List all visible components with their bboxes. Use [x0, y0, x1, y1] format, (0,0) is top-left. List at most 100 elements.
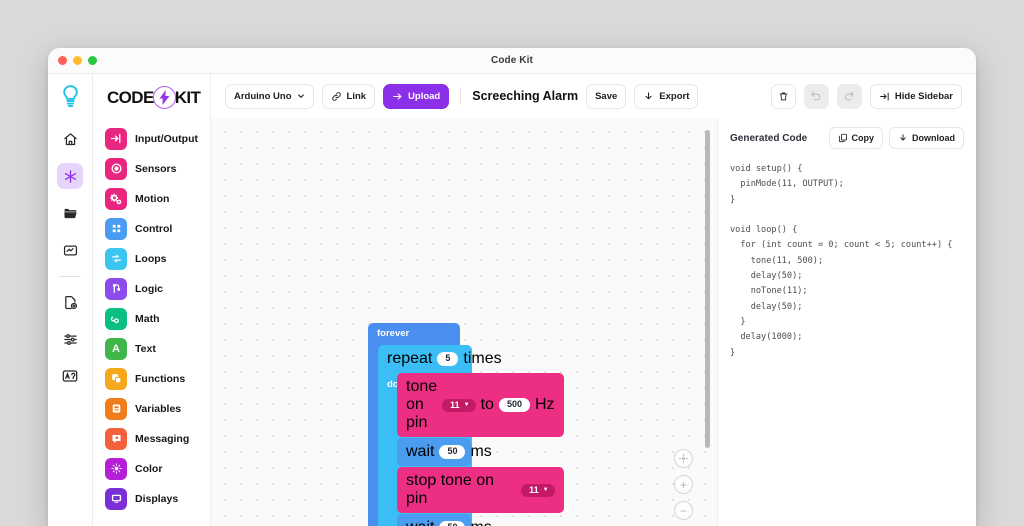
tone-middle: to: [480, 396, 494, 413]
sidebar-item-serial-monitor[interactable]: [57, 237, 83, 263]
collapse-right-icon: [879, 91, 890, 102]
block-repeat[interactable]: repeat 5 times do tone on pin: [378, 345, 564, 526]
sidebar-item-blocks[interactable]: [57, 163, 83, 189]
hide-sidebar-button[interactable]: Hide Sidebar: [869, 83, 962, 109]
board-select-value: Arduino Uno: [234, 90, 292, 102]
traffic-lights: [48, 56, 97, 65]
palette-category-color[interactable]: Color: [105, 457, 210, 480]
board-select[interactable]: Arduino Uno: [225, 83, 314, 109]
delete-button[interactable]: [770, 83, 796, 109]
gears-icon: [105, 187, 127, 210]
sidebar-item-language[interactable]: [57, 363, 83, 389]
wait-a-input[interactable]: 50: [439, 444, 466, 460]
chevron-down-icon: [297, 92, 305, 100]
redo-icon: [843, 90, 855, 102]
repeat-count-input[interactable]: 5: [437, 351, 459, 367]
block-repeat-header: repeat 5 times: [378, 345, 502, 373]
palette-category-input-output[interactable]: Input/Output: [105, 127, 210, 150]
palette-category-label: Text: [135, 342, 156, 355]
palette-category-label: Loops: [135, 252, 167, 265]
hide-sidebar-label: Hide Sidebar: [894, 90, 953, 102]
palette-category-displays[interactable]: Displays: [105, 487, 210, 510]
canvas-vertical-scrollbar[interactable]: [705, 130, 710, 448]
tone-pin-dropdown[interactable]: 11 ▼: [442, 398, 476, 412]
close-button-icon[interactable]: [58, 56, 67, 65]
canvas-zoom-controls: + −: [674, 449, 693, 520]
maximize-button-icon[interactable]: [88, 56, 97, 65]
stacked-squares-icon: [105, 367, 127, 390]
palette-category-math[interactable]: Math: [105, 307, 210, 330]
link-button[interactable]: Link: [321, 83, 376, 109]
window-title: Code Kit: [491, 55, 533, 66]
generated-code-panel: Generated Code Copy: [717, 118, 976, 526]
wait-b-prefix: wait: [406, 519, 434, 526]
redo-button[interactable]: [836, 83, 862, 109]
stop-tone-pin-dropdown[interactable]: 11 ▼: [521, 483, 555, 497]
block-tone-on-pin[interactable]: tone on pin 11 ▼ to 500 Hz: [397, 373, 564, 437]
palette-category-logic[interactable]: Logic: [105, 277, 210, 300]
zoom-out-button[interactable]: −: [674, 501, 693, 520]
forever-inner-slot: repeat 5 times do tone on pin: [378, 345, 564, 526]
branch-icon: [105, 277, 127, 300]
block-wait-a[interactable]: wait 50 ms: [397, 438, 492, 466]
wait-b-input[interactable]: 50: [439, 520, 466, 526]
tone-unit: Hz: [534, 396, 555, 413]
stop-tone-pin-value: 11: [529, 485, 539, 495]
link-icon: [331, 91, 342, 102]
download-button-label: Download: [912, 133, 955, 143]
logo-text-code: CODE: [107, 87, 154, 107]
main-area: Arduino Uno Link: [211, 74, 976, 526]
letter-a-icon: A: [105, 337, 127, 360]
palette-category-loops[interactable]: Loops: [105, 247, 210, 270]
infinity-icon: [105, 307, 127, 330]
palette-category-messaging[interactable]: Messaging: [105, 427, 210, 450]
tone-frequency-input[interactable]: 500: [498, 397, 530, 413]
grid-dots-icon: [105, 217, 127, 240]
undo-button[interactable]: [803, 83, 829, 109]
wait-a-unit: ms: [470, 443, 492, 460]
code-panel-header: Generated Code Copy: [718, 118, 976, 158]
palette-category-motion[interactable]: Motion: [105, 187, 210, 210]
sidebar-item-projects[interactable]: [57, 200, 83, 226]
copy-button[interactable]: Copy: [828, 127, 883, 149]
display-icon: [105, 487, 127, 510]
center-view-button[interactable]: [674, 449, 693, 468]
wait-b-unit: ms: [470, 519, 491, 526]
code-panel-title: Generated Code: [730, 132, 808, 144]
block-stop-tone[interactable]: stop tone on pin 11 ▼: [397, 467, 564, 513]
block-wait-b[interactable]: wait 50 ms: [397, 514, 492, 526]
block-stack[interactable]: forever repeat 5 times do: [368, 323, 564, 526]
palette-category-functions[interactable]: Functions: [105, 367, 210, 390]
zoom-in-button[interactable]: +: [674, 475, 693, 494]
minimize-button-icon[interactable]: [73, 56, 82, 65]
speech-bubble-icon: [105, 427, 127, 450]
save-button[interactable]: Save: [586, 83, 627, 109]
sidebar-item-new-file[interactable]: [57, 289, 83, 315]
export-button[interactable]: Export: [634, 83, 699, 109]
upload-button-label: Upload: [408, 90, 441, 102]
palette-category-text[interactable]: A Text: [105, 337, 210, 360]
block-repeat-do-label: do: [387, 379, 399, 390]
download-button[interactable]: Download: [889, 127, 964, 149]
palette-category-label: Sensors: [135, 162, 177, 175]
block-repeat-suffix: times: [463, 350, 502, 367]
rail-divider: [59, 276, 81, 277]
sidebar-item-home[interactable]: [57, 126, 83, 152]
palette-category-control[interactable]: Control: [105, 217, 210, 240]
palette-category-variables[interactable]: Variables: [105, 397, 210, 420]
sidebar-item-settings[interactable]: [57, 326, 83, 352]
translate-icon: [62, 369, 78, 383]
chevron-down-icon: ▼: [463, 402, 470, 408]
block-canvas[interactable]: forever repeat 5 times do: [211, 118, 717, 526]
export-button-label: Export: [659, 90, 690, 102]
block-repeat-prefix: repeat: [387, 350, 433, 367]
upload-button[interactable]: Upload: [383, 83, 450, 109]
folder-icon: [63, 206, 78, 221]
copy-button-label: Copy: [851, 133, 875, 143]
file-plus-icon: [63, 295, 78, 310]
download-arrow-icon: [898, 133, 908, 143]
undo-icon: [810, 90, 822, 102]
palette-category-sensors[interactable]: Sensors: [105, 157, 210, 180]
block-forever[interactable]: forever repeat 5 times do: [368, 323, 564, 526]
